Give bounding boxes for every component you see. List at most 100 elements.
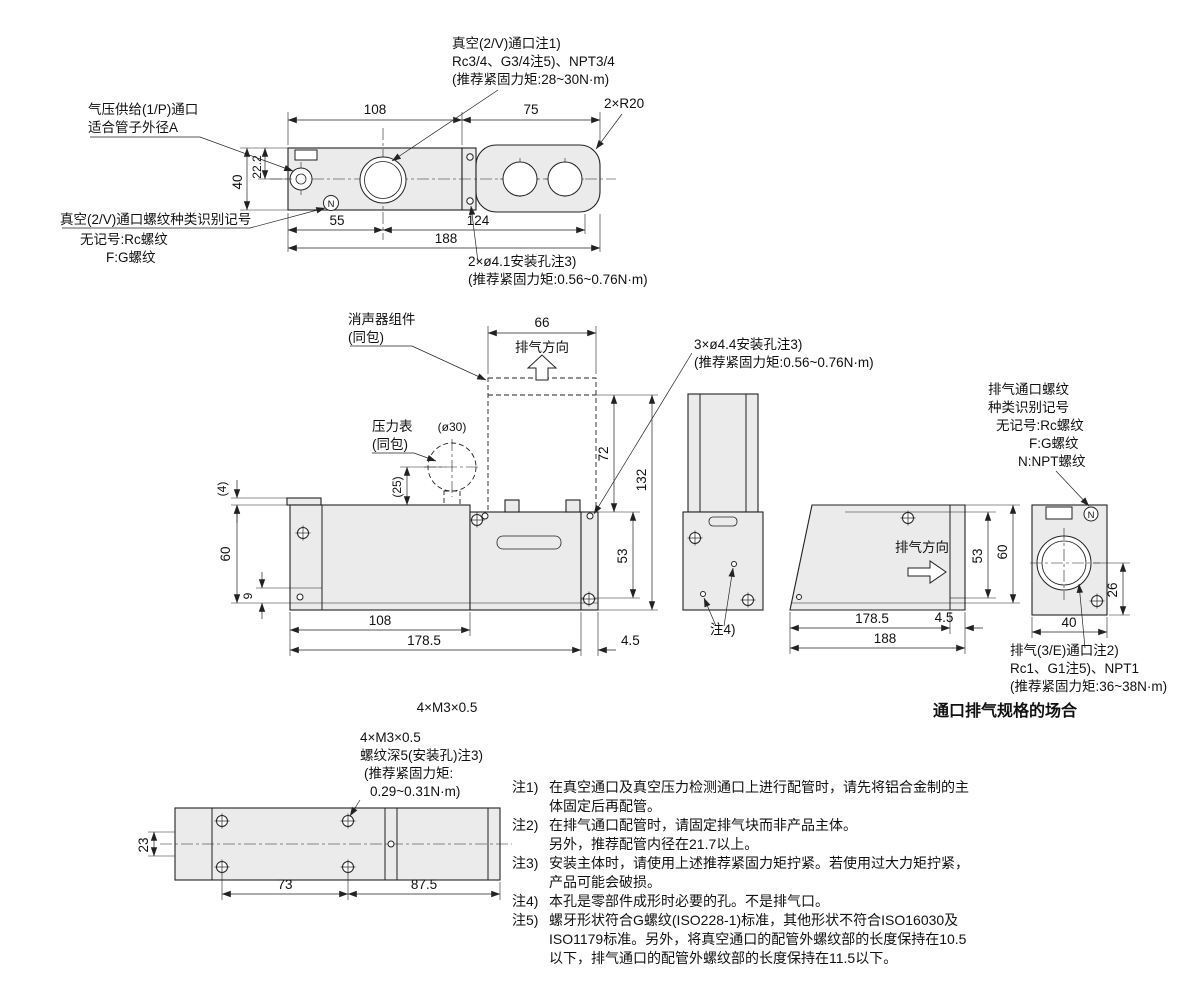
label-thread-id-1: 真空(2/V)通口螺纹种类识别记号 [60,212,251,227]
label-exhaust-thread-2: 种类识别记号 [988,400,1069,415]
note-5-tag: 注5) [512,912,538,928]
bottom-view: 23 73 87.5 4×M3×0.5 4×M3×0.5 螺纹深5(安装孔)注3… [136,700,512,900]
mounting-hole [481,512,489,520]
note-2-tag: 注2) [512,817,538,833]
label-exhaust-port-3: (推荐紧固力矩:36~38N·m) [1010,679,1167,694]
mounting-hole [586,512,594,520]
supply-port-circle [289,167,313,191]
dim-132: 132 [634,469,649,492]
dim-124-top: 124 [467,213,490,228]
label-thread-id-3: F:G螺纹 [106,250,156,265]
label-vacuum-port-3: (推荐紧固力矩:28~30N·m) [452,72,609,87]
note-5-line-2: ISO1179标准。另外，将真空通口的配管外螺纹部的长度保持在10.5 [549,931,967,947]
dim-75-top: 75 [523,102,538,117]
front-view-ejector-block [469,511,582,611]
dim-22-2-top: 22.2 [250,155,264,179]
note-1-line-1: 在真空通口及真空压力检测通口上进行配管时，请先将铝合金制的主 [549,779,969,795]
dim-23: 23 [136,837,151,852]
caption-port-exhaust-spec: 通口排气规格的场合 [933,701,1078,720]
label-mount-hole-2: (推荐紧固力矩:0.56~0.76N·m) [468,272,648,287]
dim-66: 66 [534,315,549,330]
exhaust-spec-view: 排气方向 53 60 178.5 4.5 188 N 26 40 [789,382,1167,720]
front-view-labels: 消声器组件 (同包) 3×ø4.4安装孔注3) (推荐紧固力矩:0.56~0.7… [348,312,874,515]
side-view-body [682,511,764,611]
exhaust-direction-up-arrow-icon [526,354,558,381]
note-4-line-1: 本孔是零部件成形时必要的孔。不是排气口。 [549,893,829,909]
note-1-line-2: 体固定后再配管。 [549,798,661,814]
label-gauge-1: 压力表 [372,419,413,434]
label-bottom-thread-2: 螺纹深5(安装孔)注3) [360,748,483,763]
exhaust-side-view-body [789,504,966,611]
label-note4-ref: 注4) [710,622,736,637]
front-view-dimensions: 66 排气方向 (ø30) (25) (4) 60 9 72 132 53 10… [215,315,658,656]
port-label-plate [294,149,318,161]
label-mount-hole-3x-1: 3×ø4.4安装孔注3) [694,337,802,352]
exhaust-block-hole-1 [502,161,538,197]
label-exhaust-thread-5: N:NPT螺纹 [1018,454,1086,469]
mounting-hole-2 [466,197,474,205]
label-exhaust-thread-1: 排气通口螺纹 [988,382,1069,397]
dim-73: 73 [277,877,292,892]
exhaust-block-hole-2 [547,161,583,197]
muffler-outline [487,377,597,513]
dim-2xr20: 2×R20 [604,96,644,111]
dim-178-5-exhaust: 178.5 [855,611,889,626]
notes: 注1) 在真空通口及真空压力检测通口上进行配管时，请先将铝合金制的主 体固定后再… [512,779,969,966]
caption-m3-threads: 4×M3×0.5 [417,700,478,715]
front-view [286,354,599,611]
mounting-hole-1 [466,153,474,161]
dim-188-top: 188 [435,231,458,246]
top-plate [286,497,322,506]
side-slot [496,535,562,550]
note-2-line-1: 在排气通口配管时，请固定排气块而非产品主体。 [549,817,857,833]
label-mount-hole-1: 2×ø4.1安装孔注3) [468,254,576,269]
dim-108-front: 108 [369,613,392,628]
label-exhaust-port-2: Rc1、G1注5)、NPT1 [1010,661,1139,676]
dim-87-5: 87.5 [411,877,437,892]
label-bottom-thread-3: (推荐紧固力矩: [364,766,453,781]
thread-id-mark-n: N [328,199,335,210]
label-bottom-thread-1: 4×M3×0.5 [360,730,421,745]
label-exhaust-port-1: 排气(3/E)通口注2) [1010,643,1119,658]
note-3-line-1: 安装主体时，请使用上述推荐紧固力矩拧紧。若使用过大力矩拧紧， [549,855,969,871]
label-gauge-2: (同包) [372,437,408,452]
label-mount-hole-3x-2: (推荐紧固力矩:0.56~0.76N·m) [694,355,874,370]
exhaust-direction-right-arrow-icon [907,560,947,584]
top-view: N [270,128,616,240]
note-3-line-2: 产品可能会破损。 [549,874,661,890]
dim-26: 26 [1105,582,1120,597]
dim-55-top: 55 [329,213,344,228]
label-bottom-thread-4: 0.29~0.31N·m) [370,784,460,799]
vacuum-port-circle [359,156,407,204]
label-muffler-1: 消声器组件 [348,312,416,327]
dim-108-top: 108 [364,102,387,117]
dim-25: (25) [390,476,404,497]
exhaust-thread-id-circle [1083,506,1099,522]
dim-72: 72 [596,446,611,461]
note-1-tag: 注1) [512,779,538,795]
label-muffler-2: (同包) [348,330,384,345]
note-5-line-3: 以下，排气通口的配管外螺纹部的长度保持在11.5以下。 [549,950,897,966]
note-5-line-1: 螺牙形状符合G螺纹(ISO228-1)标准，其他形状不符合ISO16030及 [549,912,958,928]
dim-188-exhaust: 188 [874,631,897,646]
dim-40-top: 40 [230,174,245,189]
dim-53: 53 [615,548,630,563]
label-exhaust-direction-right: 排气方向 [895,540,949,555]
dim-4-5-front: 4.5 [621,633,640,648]
dim-4-5-exhaust: 4.5 [935,610,954,625]
note-3-tag: 注3) [512,855,538,871]
side-view-muffler [687,393,759,513]
note-2-line-2: 另外，推荐配管内径在21.7以上。 [549,836,758,852]
dim-40: 40 [1061,615,1076,630]
top-view-dimensions: 108 75 2×R20 40 22.2 55 124 188 [230,96,644,252]
dim-9: 9 [241,592,255,599]
molding-hole [700,591,706,597]
exhaust-thread-id-n: N [1088,510,1095,521]
dim-4: (4) [215,482,229,497]
label-exhaust-thread-3: 无记号:Rc螺纹 [996,418,1084,433]
dim-o30: (ø30) [438,420,467,434]
label-vacuum-port-2: Rc3/4、G3/4注5)、NPT3/4 [452,54,615,69]
label-vacuum-port-1: 真空(2/V)通口注1) [452,36,561,51]
label-thread-id-2: 无记号:Rc螺纹 [80,232,168,247]
